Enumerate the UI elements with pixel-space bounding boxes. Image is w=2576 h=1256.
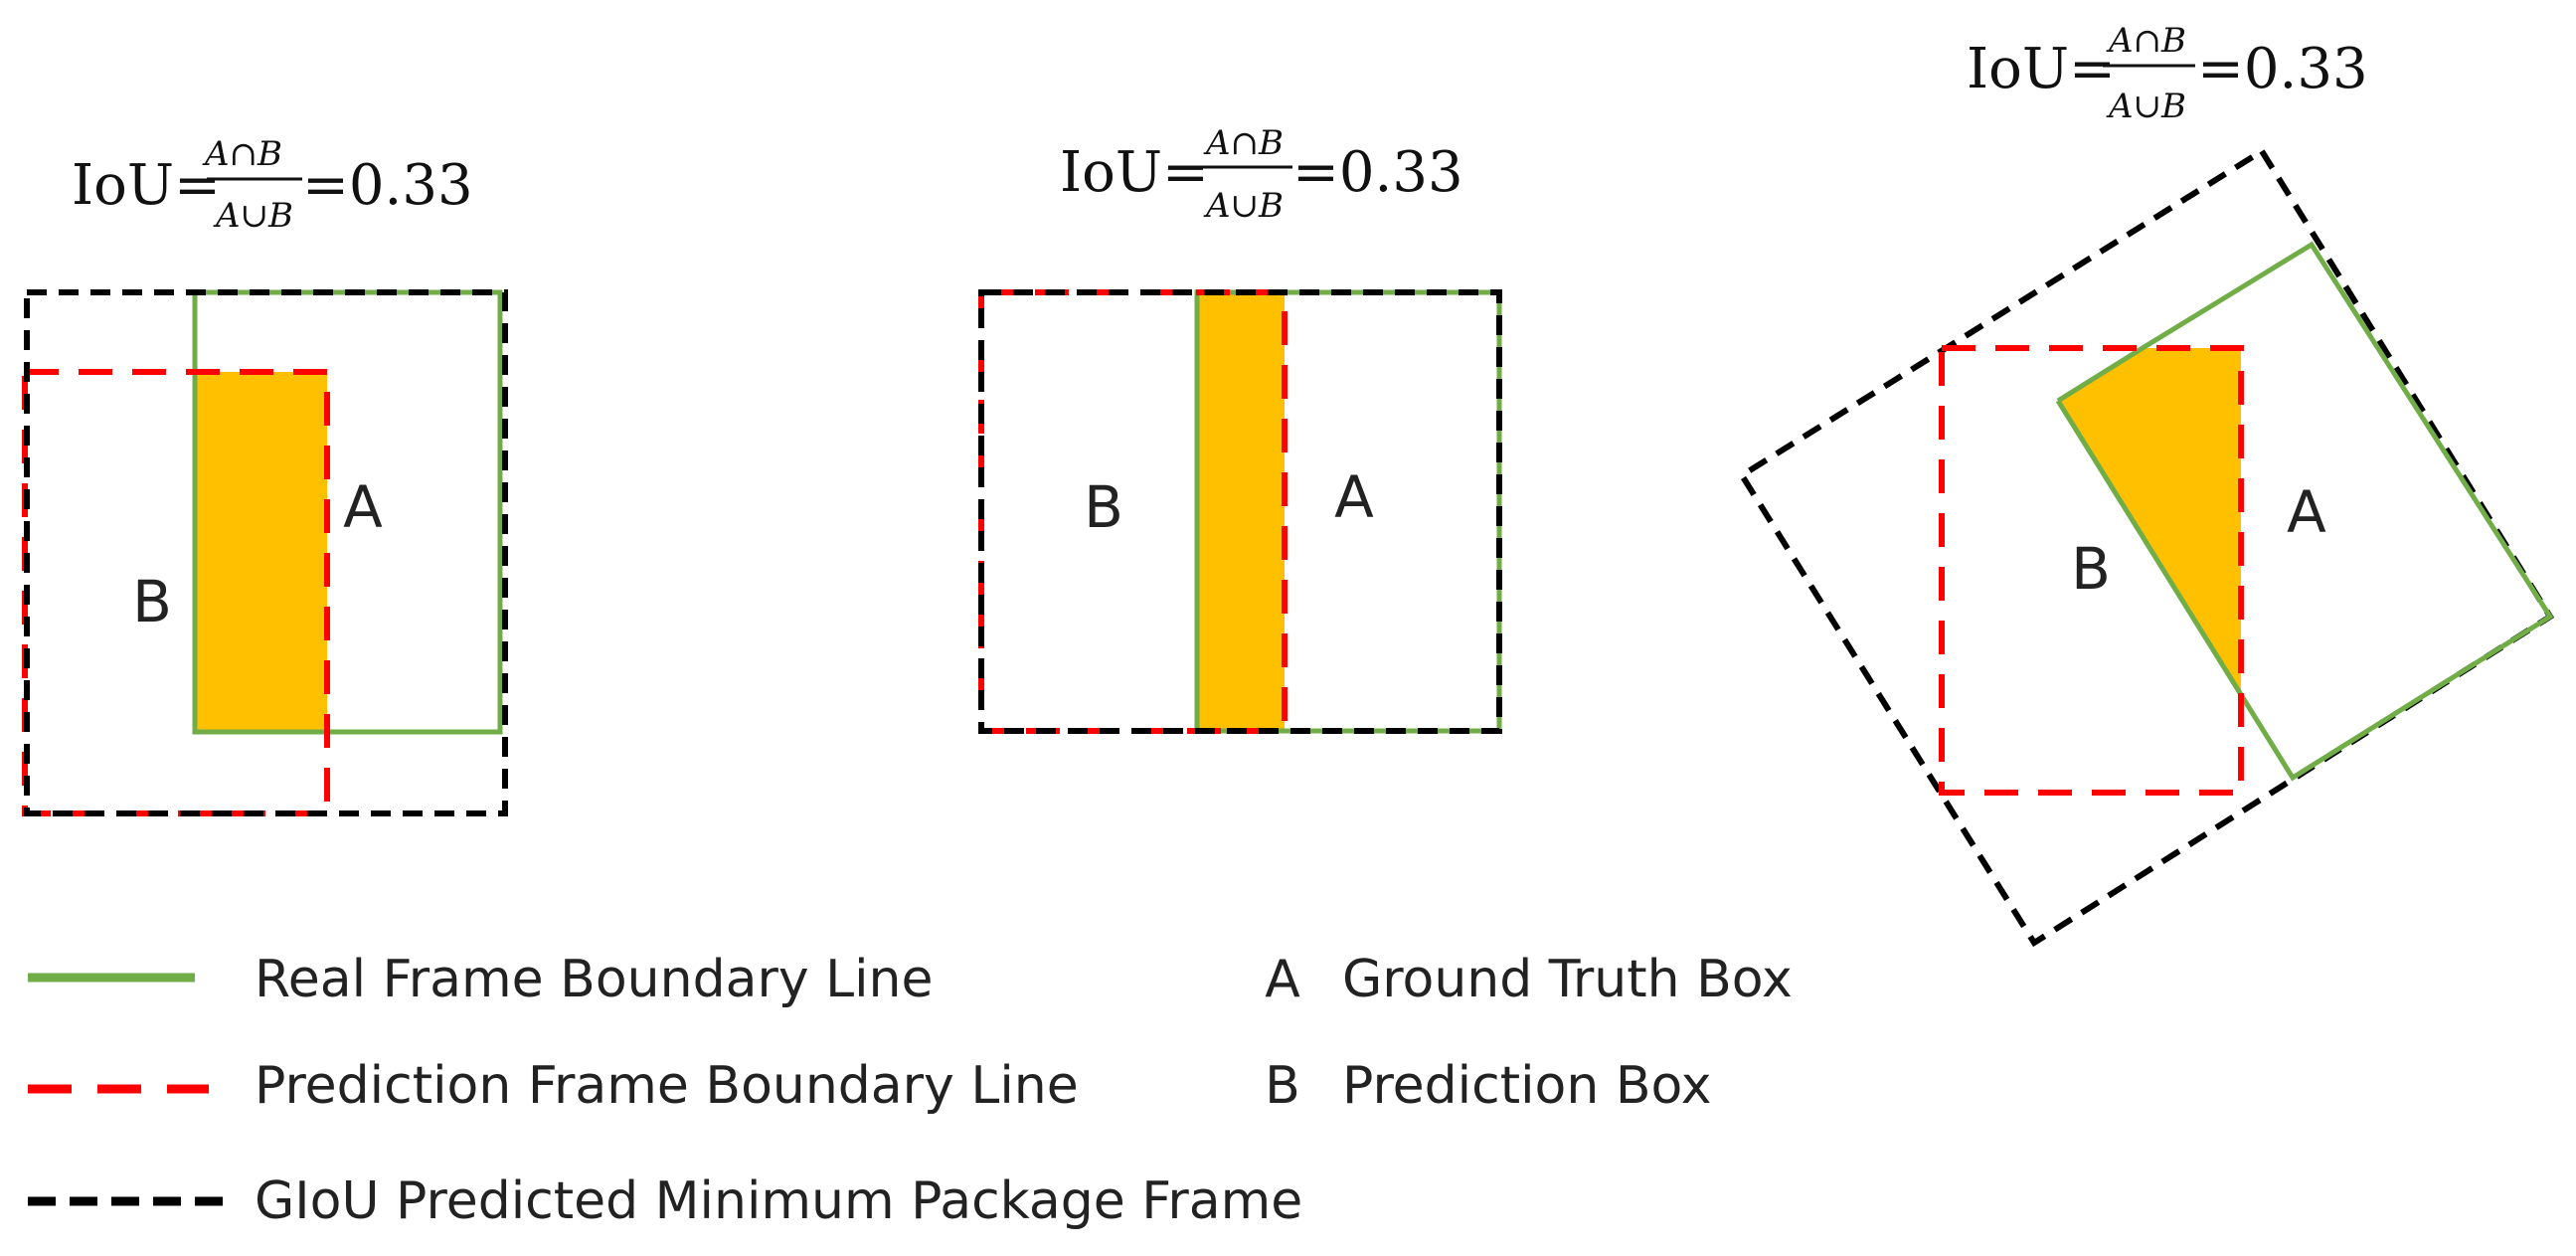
legend-item-real-frame: Real Frame Boundary Line — [28, 950, 934, 1009]
intersection-region — [195, 372, 327, 732]
formula-lhs: IoU= — [72, 153, 221, 218]
legend-text: Prediction Frame Boundary Line — [255, 1056, 1079, 1116]
legend-letter: B — [1265, 1056, 1300, 1116]
label-a: A — [1334, 463, 1374, 531]
intersection-region — [1197, 292, 1285, 731]
iou-formula-right: IoU= A∩B A∪B =0.33 — [1967, 21, 2368, 126]
formula-denominator: A∪B — [1203, 186, 1284, 226]
prediction-box — [1939, 345, 2244, 796]
formula-numerator: A∩B — [2106, 21, 2186, 61]
iou-formula-left: IoU= A∩B A∪B =0.33 — [72, 134, 473, 236]
formula-numerator: A∩B — [1203, 123, 1284, 163]
label-b: B — [132, 568, 172, 635]
enclosing-box — [24, 289, 508, 816]
legend-item-giou-frame: GIoU Predicted Minimum Package Frame — [28, 1171, 1302, 1231]
formula-rhs: =0.33 — [1292, 140, 1463, 205]
formula-rhs: =0.33 — [2197, 37, 2368, 101]
legend-letter: A — [1265, 950, 1300, 1009]
legend-text: Prediction Box — [1342, 1056, 1712, 1116]
formula-numerator: A∩B — [202, 134, 282, 174]
legend: Real Frame Boundary Line Prediction Fram… — [28, 950, 1793, 1231]
label-b: B — [2071, 535, 2111, 603]
ground-truth-box — [2055, 241, 2554, 782]
legend-item-prediction-frame: Prediction Frame Boundary Line — [28, 1056, 1079, 1116]
diagram-middle: IoU= A∩B A∪B =0.33 A B — [978, 123, 1502, 734]
label-a: A — [2287, 478, 2326, 546]
legend-text: Real Frame Boundary Line — [255, 950, 934, 1009]
formula-lhs: IoU= — [1060, 140, 1209, 205]
legend-item-ground-truth: A Ground Truth Box — [1265, 950, 1793, 1009]
legend-item-prediction-box: B Prediction Box — [1265, 1056, 1711, 1116]
formula-rhs: =0.33 — [302, 153, 473, 218]
iou-formula-middle: IoU= A∩B A∪B =0.33 — [1060, 123, 1463, 226]
label-b: B — [1084, 473, 1123, 541]
formula-denominator: A∪B — [213, 196, 293, 236]
legend-text: Ground Truth Box — [1342, 950, 1793, 1009]
label-a: A — [343, 473, 383, 541]
formula-lhs: IoU= — [1967, 37, 2116, 101]
diagram-right: IoU= A∩B A∪B =0.33 A B — [1737, 21, 2555, 948]
legend-text: GIoU Predicted Minimum Package Frame — [255, 1171, 1302, 1231]
intersection-region — [2058, 348, 2241, 696]
enclosing-box — [978, 289, 1502, 734]
enclosing-box — [1737, 146, 2555, 948]
formula-denominator: A∪B — [2106, 87, 2186, 126]
diagram-left: IoU= A∩B A∪B =0.33 A B — [22, 134, 508, 816]
